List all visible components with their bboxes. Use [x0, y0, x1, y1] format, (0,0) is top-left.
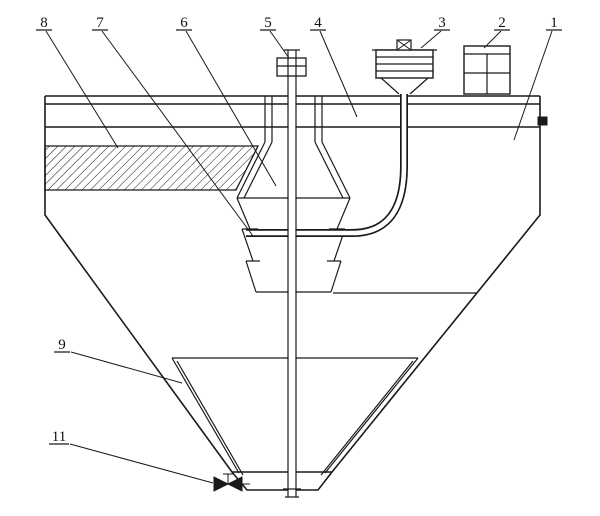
- shaft-core: [288, 50, 296, 497]
- shaft-lines: [284, 49, 300, 497]
- valve-stem: [223, 473, 250, 485]
- feed-pipe-bore: [246, 94, 407, 236]
- valve-right-wedge: [226, 476, 243, 492]
- motor-fins: [376, 56, 433, 72]
- drive-motor: [372, 39, 437, 95]
- tank-shell: [44, 127, 541, 491]
- valve-left-wedge: [213, 476, 230, 492]
- callout-2: 2: [498, 15, 506, 31]
- callout-11: 11: [52, 429, 66, 445]
- callout-labels: 8 7 6 5 4 3 2 1 9 11: [36, 15, 562, 445]
- feed-pipe: [246, 94, 408, 237]
- callout-7: 7: [96, 15, 104, 31]
- callout-8: 8: [40, 15, 48, 31]
- rim-nozzle: [537, 116, 548, 126]
- callout-3: 3: [438, 15, 446, 31]
- shell-outline: [44, 127, 541, 491]
- shaft-bearing-box: [276, 57, 307, 77]
- feedwell-walls: [236, 96, 351, 199]
- motor-stub-cross: [396, 39, 412, 51]
- callout-6: 6: [180, 15, 188, 31]
- inclined-plate-zone: [44, 145, 260, 191]
- leader-lines: [45, 30, 553, 484]
- discharge-valve: [213, 473, 250, 492]
- callout-4: 4: [314, 15, 322, 31]
- shaft-bottom-ticks: [283, 488, 301, 498]
- callout-9: 9: [58, 337, 66, 353]
- motor-legs: [380, 77, 429, 95]
- callout-underlines: [36, 29, 562, 445]
- callout-5: 5: [264, 15, 272, 31]
- control-box-lines: [464, 53, 510, 94]
- hatch-area: [44, 145, 260, 191]
- callout-1: 1: [550, 15, 558, 31]
- feed-pipe-outer: [246, 94, 408, 237]
- control-box: [463, 45, 511, 95]
- center-shaft: [276, 49, 307, 498]
- callout-leaders: [45, 30, 553, 484]
